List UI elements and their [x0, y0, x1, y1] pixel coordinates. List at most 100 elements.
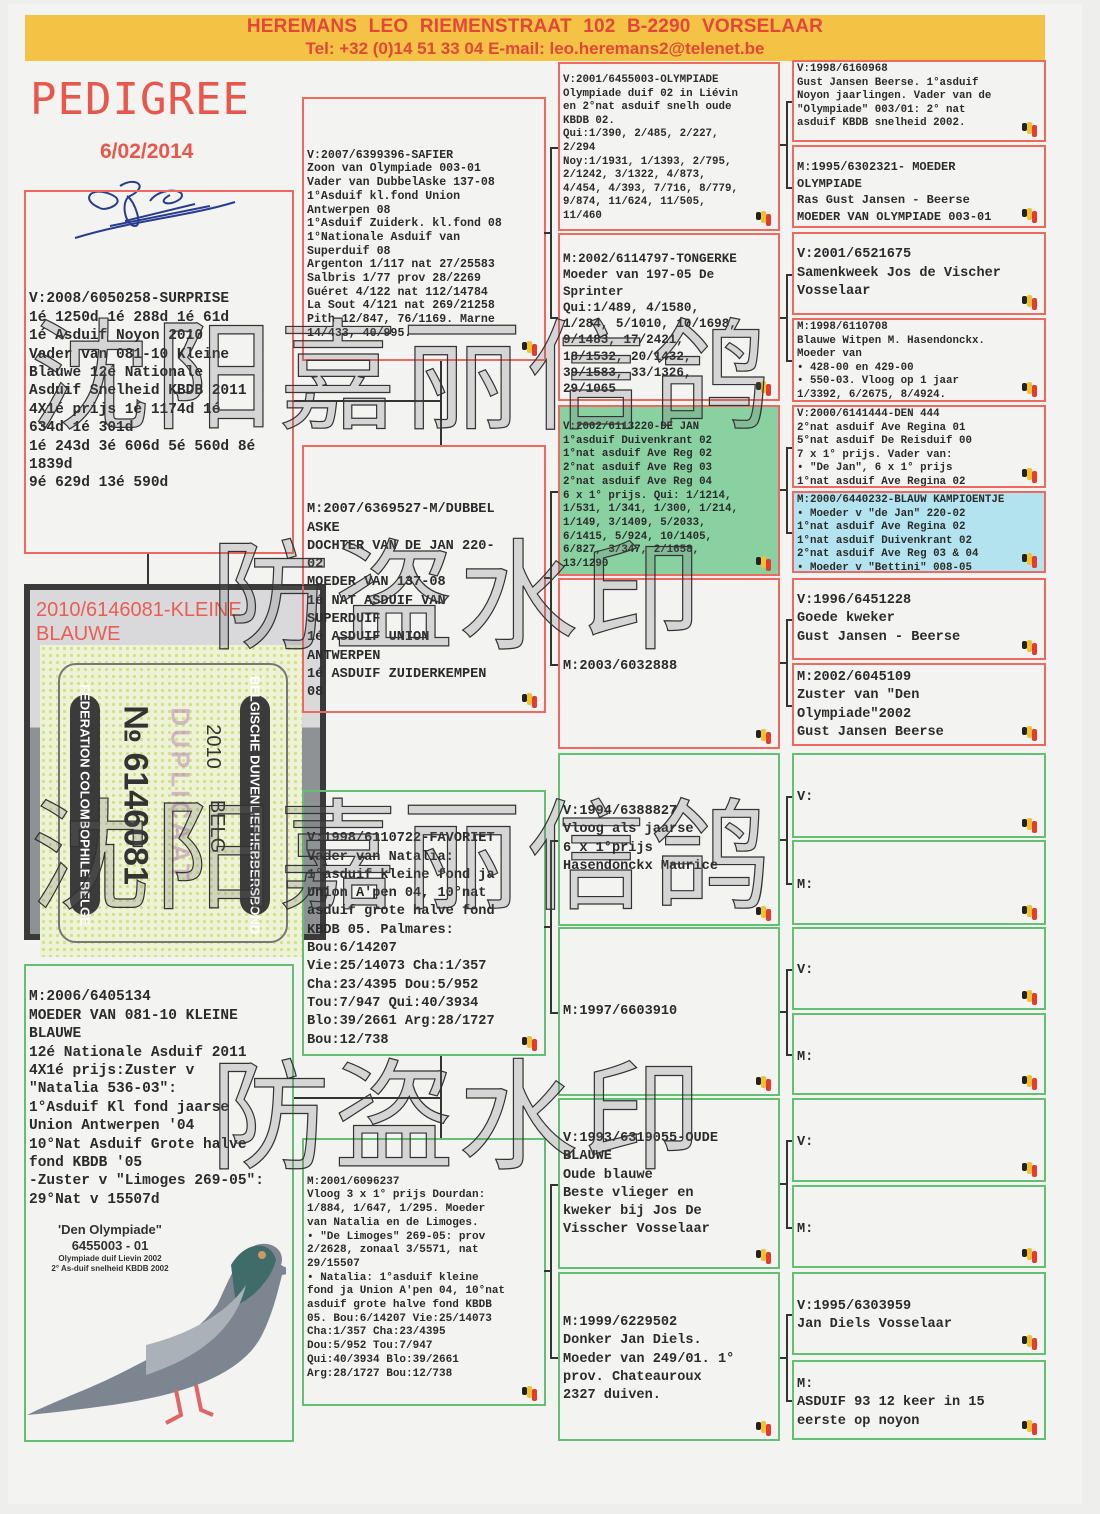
great-grandparent-text: V:2000/6141444-DEN 444 2°nat asduif Ave …: [797, 408, 972, 488]
belgium-flag-icon: [756, 729, 772, 744]
connector-line: [550, 839, 558, 842]
great-grandparent-box[interactable]: M:1998/6110708 Blauwe Witpen M. Hasendon…: [792, 318, 1046, 402]
great-grandparent-box[interactable]: V:1995/6303959 Jan Diels Vosselaar: [792, 1272, 1046, 1355]
belgium-flag-icon: [1022, 905, 1038, 920]
belgium-flag-icon: [1022, 122, 1038, 137]
connector-line: [544, 231, 550, 234]
mother-pigeon-box[interactable]: M:2006/6405134 MOEDER VAN 081-10 KLEINE …: [24, 964, 294, 1442]
great-grandparent-box[interactable]: V:2001/6521675 Samenkweek Jos de Vischer…: [792, 232, 1046, 315]
ring-card: FEDERATION COLOMBOPHILE BELGE BELGISCHE …: [40, 645, 302, 957]
dam-of-dam-box[interactable]: M:2001/6096237 Vloog 3 x 1° prijs Dourda…: [302, 1138, 546, 1406]
connector-line: [780, 1356, 786, 1359]
connector-line: [786, 882, 792, 885]
great-grandparent-text: M:1998/6110708 Blauwe Witpen M. Hasendon…: [797, 321, 985, 401]
great-grandparent-box[interactable]: M:: [792, 840, 1046, 925]
sire-box[interactable]: V:2007/6399396-SAFIER Zoon van Olympiade…: [302, 97, 546, 361]
sire-of-dam-box[interactable]: V:1998/6110722-FAVORIET Vader van Natali…: [302, 790, 546, 1056]
great-grandparent-box[interactable]: V:: [792, 927, 1046, 1010]
belgium-flag-icon: [1022, 382, 1038, 397]
breeder-address: HEREMANS LEO RIEMENSTRAAT 102 B-2290 VOR…: [246, 16, 824, 37]
great-grandparent-box[interactable]: V:1998/6160968 Gust Jansen Beerse. 1°asd…: [792, 60, 1046, 142]
belgium-flag-icon: [1022, 468, 1038, 483]
connector-line: [786, 1313, 788, 1400]
grandparent-box[interactable]: V:1994/6388827 Vloog als jaarse 6 x 1°pr…: [558, 753, 780, 926]
connector-line: [786, 186, 792, 189]
connector-line: [550, 146, 552, 317]
grandparent-box[interactable]: V:2001/6455003-OLYMPIADE Olympiade duif …: [558, 62, 780, 231]
great-grandparent-box[interactable]: V:: [792, 753, 1046, 838]
dam-of-sire-box[interactable]: M:2007/6369527-M/DUBBEL ASKE DOCHTER VAN…: [302, 445, 546, 713]
duplicate-stamp: DUPLICAAT: [165, 707, 196, 883]
grandparent-text: V:1993/6319055-OUDE BLAUWE Oude blauwe B…: [563, 1131, 718, 1238]
grandparent-text: M:1999/6229502 Donker Jan Diels. Moeder …: [563, 1315, 735, 1404]
great-grandparent-box[interactable]: M: ASDUIF 93 12 keer in 15 eerste op noy…: [792, 1360, 1046, 1440]
caption-ring: 6455003 - 01: [71, 1238, 149, 1253]
belgium-flag-icon: [522, 341, 538, 356]
connector-line: [786, 1226, 792, 1229]
grandparent-box[interactable]: M:1997/6603910: [558, 927, 780, 1096]
belgium-flag-icon: [1022, 1075, 1038, 1090]
grandparent-box[interactable]: M:2003/6032888: [558, 578, 780, 749]
great-grandparent-box[interactable]: M:2000/6440232-BLAUW KAMPIOENTJE • Moede…: [792, 491, 1046, 573]
ring-country: BELG: [206, 799, 229, 854]
belgium-flag-icon: [756, 381, 772, 396]
belgium-flag-icon: [756, 556, 772, 571]
great-grandparent-text: M:: [797, 1050, 814, 1065]
pigeon-caption: 'Den Olympiade" 6455003 - 01 Olympiade d…: [30, 1222, 190, 1274]
subject-pigeon-box[interactable]: V:2008/6050258-SURPRISE 1é 1250d 1é 288d…: [24, 190, 294, 554]
connector-line: [544, 577, 550, 579]
great-grandparent-text: V:1998/6160968 Gust Jansen Beerse. 1°asd…: [797, 63, 992, 129]
connector-line: [294, 1097, 440, 1099]
belgium-flag-icon: [1022, 640, 1038, 655]
great-grandparent-box[interactable]: M:2002/6045109 Zuster van "Den Olympiade…: [792, 663, 1046, 746]
connector-line: [550, 839, 552, 1012]
connector-line: [786, 1400, 792, 1402]
grandparent-text: M:2002/6114797-TONGERKE Moeder van 197-0…: [563, 252, 737, 397]
connector-line: [550, 1356, 558, 1359]
great-grandparent-text: M: ASDUIF 93 12 keer in 15 eerste op noy…: [797, 1377, 985, 1429]
grandparent-text: M:1997/6603910: [563, 1004, 678, 1019]
great-grandparent-box[interactable]: M:: [792, 1185, 1046, 1268]
connector-line: [147, 554, 149, 584]
connector-line: [294, 400, 440, 402]
grandparent-box[interactable]: M:2002/6114797-TONGERKE Moeder van 197-0…: [558, 233, 780, 401]
connector-line: [544, 925, 550, 928]
ring-right-band: BELGISCHE DUIVENLIEFHEBBERSBOND: [240, 676, 270, 934]
caption-note-2: 2° As-duif snelheid KBDB 2002: [51, 1264, 169, 1273]
great-grandparent-text: M:1995/6302321- MOEDER OLYMPIADE Ras Gus…: [797, 160, 992, 224]
great-grandparent-text: M:2002/6045109 Zuster van "Den Olympiade…: [797, 670, 944, 740]
connector-line: [780, 1011, 786, 1014]
subject-pigeon-text: V:2008/6050258-SURPRISE 1é 1250d 1é 288d…: [29, 291, 256, 492]
belgium-flag-icon: [1022, 1162, 1038, 1177]
belgium-flag-icon: [756, 1421, 772, 1436]
great-grandparent-box[interactable]: V:2000/6141444-DEN 444 2°nat asduif Ave …: [792, 405, 1046, 488]
belgium-flag-icon: [756, 211, 772, 226]
photo-title: 2010/6146081-KLEINE BLAUWE: [36, 599, 242, 645]
grandparent-text: M:2003/6032888: [563, 659, 678, 674]
connector-line: [440, 1056, 442, 1138]
great-grandparent-box[interactable]: M:1995/6302321- MOEDER OLYMPIADE Ras Gus…: [792, 145, 1046, 228]
connector-line: [550, 1183, 552, 1357]
connector-line: [786, 795, 788, 883]
belgium-flag-icon: [756, 1076, 772, 1091]
great-grandparent-text: V:1995/6303959 Jan Diels Vosselaar: [797, 1299, 952, 1333]
grandparent-box[interactable]: V:1993/6319055-OUDE BLAUWE Oude blauwe B…: [558, 1098, 780, 1269]
grandparent-box[interactable]: M:1999/6229502 Donker Jan Diels. Moeder …: [558, 1272, 780, 1441]
grandparent-box[interactable]: V:2002/6113220-DE JAN 1°asduif Duivenkra…: [558, 405, 780, 576]
great-grandparent-box[interactable]: M:: [792, 1013, 1046, 1095]
belgium-flag-icon: [1022, 295, 1038, 310]
sire-text: V:2007/6399396-SAFIER Zoon van Olympiade…: [307, 148, 502, 340]
connector-line: [786, 795, 792, 798]
great-grandparent-box[interactable]: V:: [792, 1098, 1046, 1182]
connector-line: [544, 1270, 550, 1272]
belgium-flag-icon: [756, 1249, 772, 1264]
connector-line: [780, 1183, 786, 1186]
great-grandparent-box[interactable]: V:1996/6451228 Goede kweker Gust Jansen …: [792, 578, 1046, 660]
connector-line: [786, 446, 792, 449]
connector-line: [550, 1183, 558, 1186]
great-grandparent-text: V:: [797, 790, 814, 805]
breeder-contact: Tel: +32 (0)14 51 33 04 E-mail: leo.here…: [305, 39, 765, 58]
connector-line: [786, 1140, 792, 1142]
connector-line: [550, 490, 552, 664]
ring-card-frame: [58, 663, 288, 943]
